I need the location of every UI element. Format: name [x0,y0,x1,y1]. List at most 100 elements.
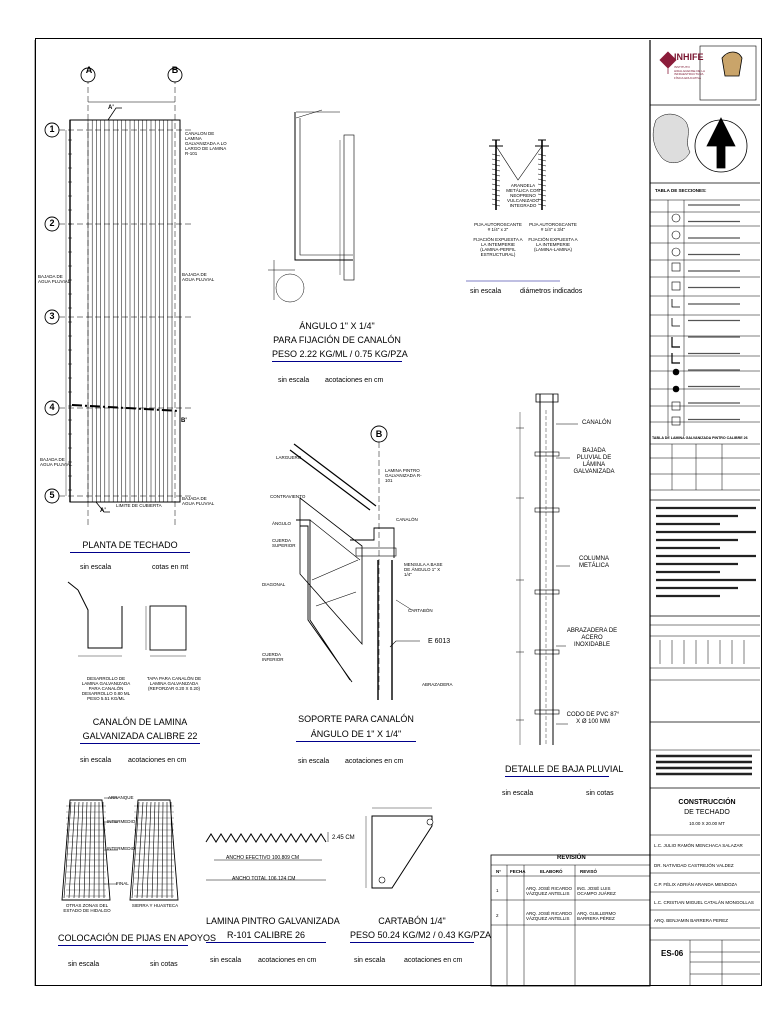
titleblock-person-3: C.P. FÉLIX ADRIÁN ARANDA MENDOZA [654,882,738,887]
note-bajada-right-1: BAJADA DE AGUA PLUVIAL [182,272,215,282]
titleblock-person-2: DR. NATIVIDAD CASTREJÓN VALDEZ [654,863,734,868]
angle-profile-inner [299,118,353,256]
pija-thread [537,193,547,197]
angle-flange [343,134,355,281]
grid-row-label-5: 5 [49,490,55,500]
cut-mark-right: B' [181,418,187,424]
pija-thread [491,193,501,197]
section-symbol-circle [671,213,681,223]
revision-row-2-elaboro: ARQ. JOSÉ RICARDO VÁZQUEZ ANTELLIS [526,911,573,921]
revision-row-1-elaboro: ARQ. JOSÉ RICARDO VÁZQUEZ ANTELLIS [526,886,573,896]
pijas-trapezoid-right-rib [161,801,164,899]
soporte-title-2: ÁNGULO DE 1" X 1/4" [296,729,416,742]
grid-bubble-label-b: B [171,65,179,75]
lamina-title-2: R-101 CALIBRE 26 [206,930,326,943]
section-symbol-dot [672,385,680,393]
pijas-left-note-1: PIJA AUTOROSCANTE # 1/4" x 2" [474,222,522,232]
baja-label-columna: COLUMNA METÁLICA [578,556,609,569]
pija-thread [537,198,547,202]
pija-thread [537,153,547,157]
canalon-section [350,527,395,558]
mensula [355,547,397,557]
truss-frame [299,497,363,646]
section-symbol-angle-bold [671,353,680,364]
titleblock-person-4: L.C. CRISTIAN MIGUEL CATALÁN MONGOLLAS [654,900,754,905]
revision-col-reviso: REVISÓ [580,869,598,874]
plan-scale-left: sin escala [80,564,112,571]
pija-thread [537,188,547,192]
angulo-title-3: PESO 2.22 KG/ML / 0.75 KG/PZA [272,349,408,362]
pija-thread [491,163,501,167]
cartabon-scale-right: acotaciones en cm [404,957,463,964]
abrazadera-band [534,451,560,457]
baja-title: DETALLE DE BAJA PLUVIAL [505,764,623,777]
baja-label-canalon: CANALÓN [582,420,612,426]
abrazadera-band [534,589,560,595]
baja-scale-left: sin escala [502,790,534,797]
pijas-center-note: ARANDELA METÁLICA CON NEOPRENO VULCANIZA… [506,183,540,208]
abrazadera-band [534,649,560,655]
soporte-label-contraviento: CONTRAVIENTO [270,494,306,499]
canalon-tapa [149,605,187,651]
plan-title: PLANTA DE TECHADO [70,540,190,553]
note-bajada-left-2: BAJADA DE AGUA PLUVIAL [40,457,73,467]
pijas-trapezoid-left [61,799,111,901]
soporte-grid-b: B [375,429,383,439]
cartabon-leader [395,599,413,611]
tb-logo-box [699,45,757,101]
plano-title: CONSTRUCCIÓN [678,799,736,806]
cartabon-title-2: PESO 50.24 KG/M2 / 0.43 KG/PZA [350,930,491,943]
colocacion-final: FINAL [116,881,129,886]
revision-row-2-reviso: ARQ. GUILLERMO BARRERA PÉREZ [577,911,616,921]
colocacion-scale-right: sin cotas [150,961,178,968]
bolt-detail-circle [275,273,305,303]
cartabon-title-1: CARTABÓN 1/4" [378,916,446,926]
plano-clave: ES-06 [661,949,684,958]
dim-angle-leader [295,109,323,119]
section-arrow-bottom [95,501,110,513]
note-bajada-right-2: BAJADA DE AGUA PLUVIAL [182,496,215,506]
cut-mark-top: A' [108,105,114,111]
canalon-title-2: GALVANIZADA CALIBRE 22 [80,731,200,744]
grid-row-label-1: 1 [49,124,55,134]
state-seal [721,51,743,77]
baja-label-codo: CODO DE PVC 87° X Ø 100 MM [566,712,620,725]
pijas-trapezoid-left-rib [83,801,88,899]
org-subtitle: INSTITUTO HIDALGUENSE DE LA INFRAESTRUCT… [674,65,705,80]
colocacion-title: COLOCACIÓN DE PIJAS EN APOYOS [58,933,216,946]
pija-thread [537,178,547,182]
soporte-scale-left: sin escala [298,758,330,765]
colocacion-scale-left: sin escala [68,961,100,968]
grid-bubble-a [80,67,96,83]
soporte-scale-right: acotaciones en cm [345,758,404,765]
org-name: INHIFE [674,52,704,62]
lamina-title-1: LAMINA PINTRO GALVANIZADA [206,916,340,926]
soporte-label-lamina: LAMINA PINTRO GALVANIZADA R-101 [385,468,422,483]
lamina-profile [205,833,327,843]
soporte-label-angulo: ÁNGULO [272,521,292,526]
truss-member [309,519,361,607]
canalon-top [535,393,559,403]
section-symbol-square [671,281,681,291]
section-symbol-circle [671,230,681,240]
pija-thread [491,173,501,177]
pijas-scale-right: diámetros indicados [520,288,583,295]
colocacion-intermedio-1: INTERMEDIO [107,819,136,824]
canalon-note-desarrollo: DESARROLLO DE LAMINA GALVANIZADA PARA CA… [81,676,131,701]
soporte-label-canalon: CANALÓN [396,517,418,522]
pijas-trapezoid-left-rib [73,801,80,899]
canalon-development [67,581,123,649]
soporte-label-cuerda-inferior: CUERDA INFERIOR [262,652,284,662]
note-bajada-left-1: BAJADA DE AGUA PLUVIAL [38,274,71,284]
revision-table [490,854,651,987]
canalon-scale-right: acotaciones en cm [128,757,187,764]
cut-mark-bottom: A' [100,508,106,514]
pijas-left-note-2: FIJACIÓN EXPUESTA A LA INTEMPERIE (LAMIN… [473,237,523,257]
revision-row-2-no: 2 [496,913,499,918]
section-symbol-dot [672,368,680,376]
revision-col-elaboro: ELABORÓ [540,869,563,874]
grid-row-label-2: 2 [49,218,55,228]
colocacion-left-caption: OTRAS ZONAS DEL ESTADO DE HIDALGO [63,903,111,913]
pijas-scale-left: sin escala [470,288,502,295]
